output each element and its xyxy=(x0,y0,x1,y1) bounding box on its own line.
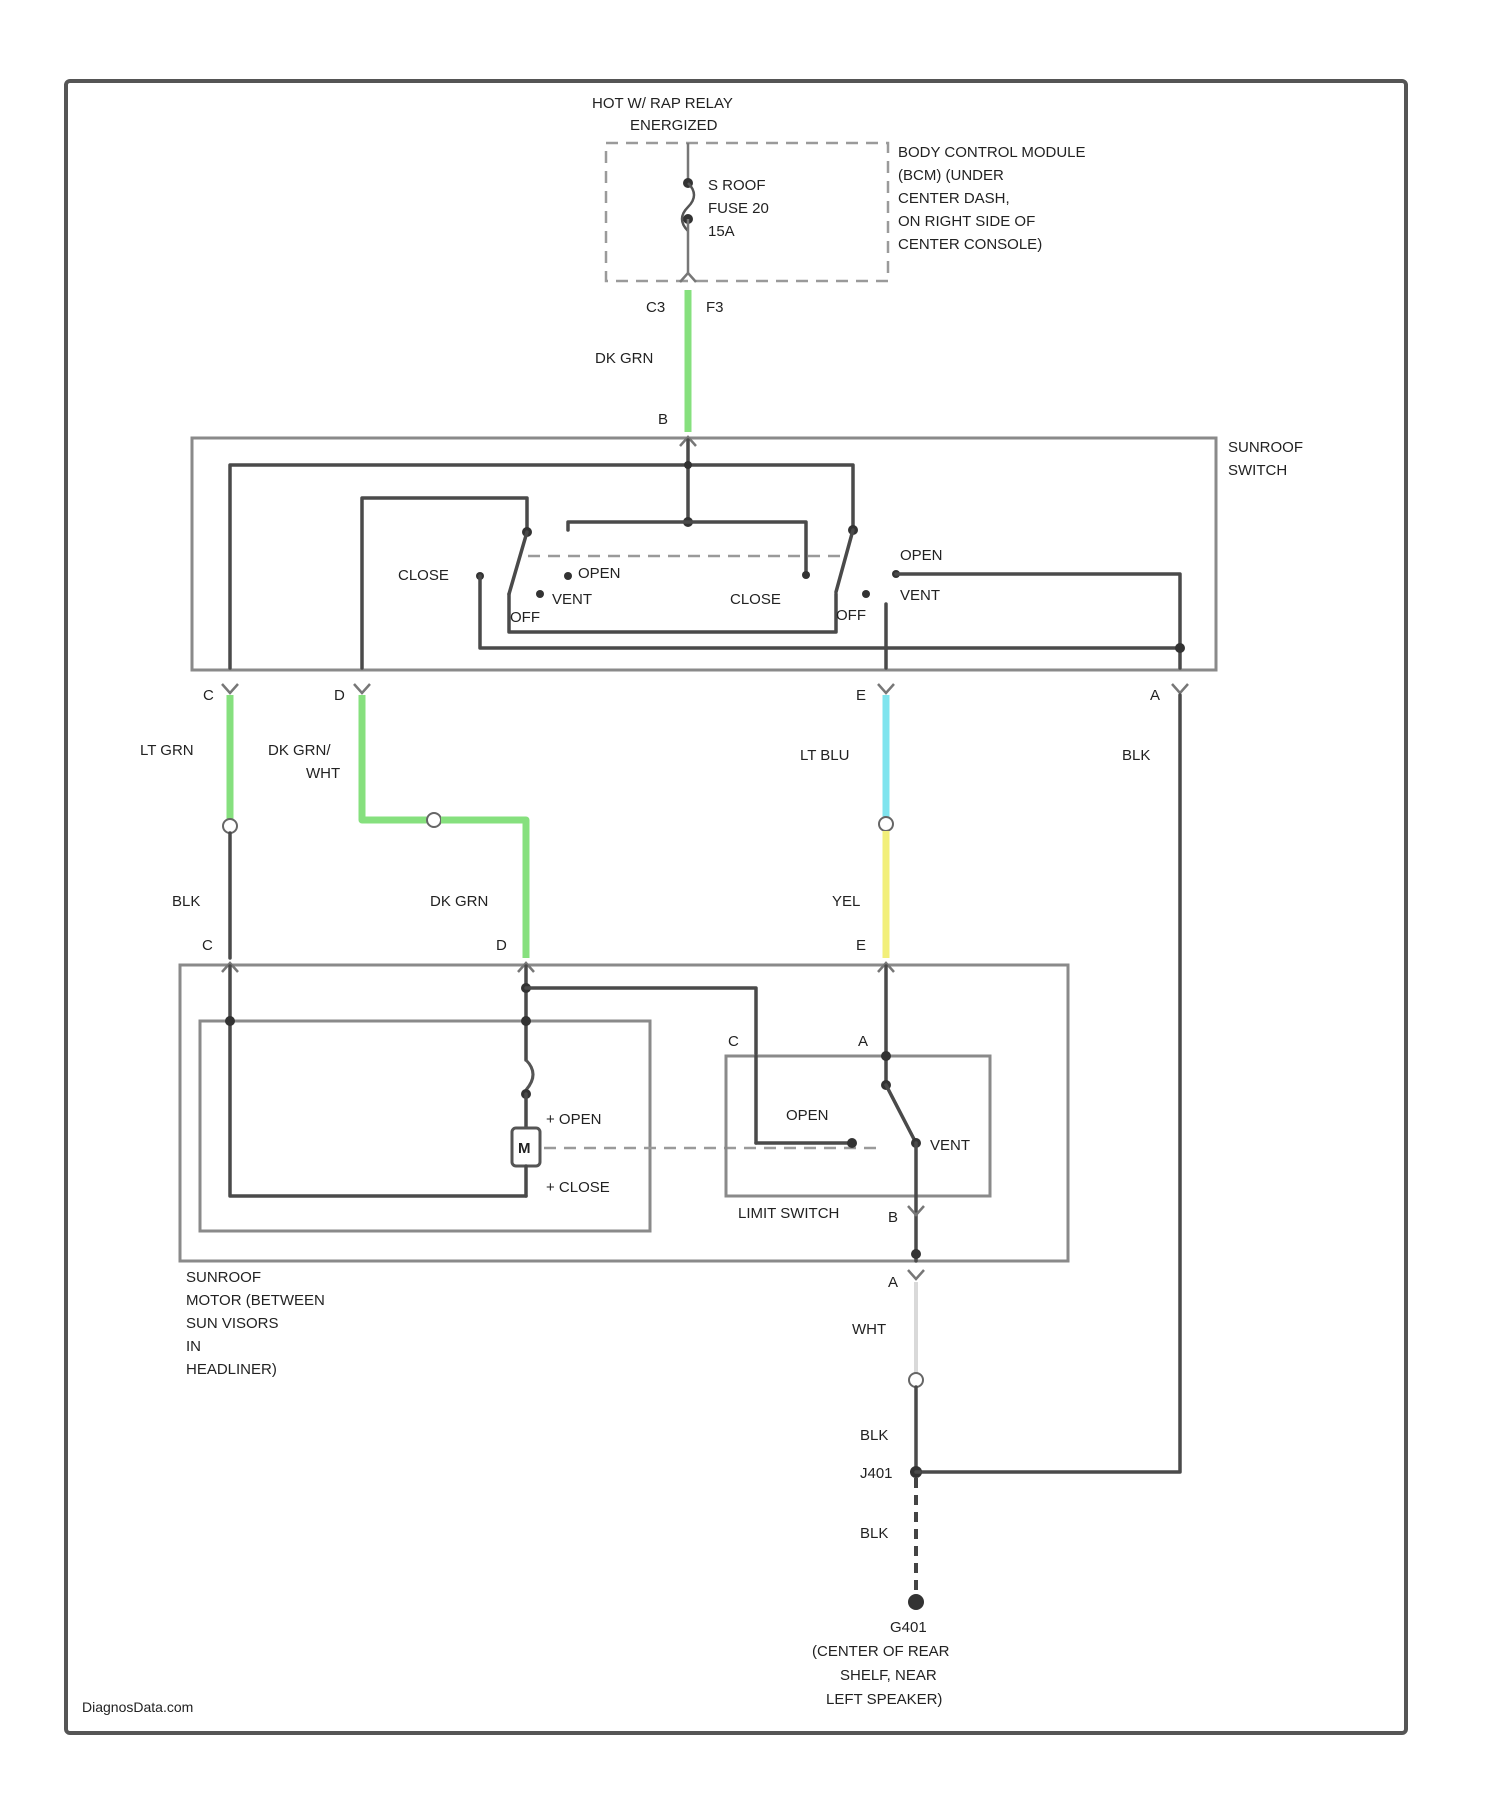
wire-label-blk-left: BLK xyxy=(172,893,200,910)
switch-off-left: OFF xyxy=(510,609,540,626)
wire-label-lt-blu: LT BLU xyxy=(800,747,849,764)
wire-label-dk-grn-wht-1: DK GRN/ xyxy=(268,742,331,759)
switch-pin-e: E xyxy=(856,687,866,704)
bcm-label-4: ON RIGHT SIDE OF xyxy=(898,213,1035,230)
sunroof-motor-box xyxy=(180,965,1068,1261)
limit-switch-box xyxy=(726,1056,990,1196)
limit-open-label: OPEN xyxy=(786,1107,829,1124)
wire-label-lt-grn: LT GRN xyxy=(140,742,194,759)
wire-label-dk-grn-wht-2: WHT xyxy=(306,765,340,782)
motor-pin-c: C xyxy=(202,937,213,954)
splice-label: J401 xyxy=(860,1465,893,1482)
wire-label-dk-grn-mid: DK GRN xyxy=(430,893,488,910)
motor-close-label: + CLOSE xyxy=(546,1179,610,1196)
ground-label-3: SHELF, NEAR xyxy=(840,1667,937,1684)
relay-label-1: HOT W/ RAP RELAY xyxy=(592,95,733,112)
conn-f3-label: F3 xyxy=(706,299,724,316)
wire-label-blk-lower: BLK xyxy=(860,1427,888,1444)
switch-pin-c: C xyxy=(203,687,214,704)
switch-off-right: OFF xyxy=(836,607,866,624)
motor-pin-d: D xyxy=(496,937,507,954)
fuse-label-3: 15A xyxy=(708,223,735,240)
wire-dk-grn-mid xyxy=(441,820,526,958)
motor-title-5: HEADLINER) xyxy=(186,1361,277,1378)
switch-title-2: SWITCH xyxy=(1228,462,1287,479)
bcm-label-1: BODY CONTROL MODULE xyxy=(898,144,1086,161)
motor-pin-e: E xyxy=(856,937,866,954)
diagram-frame xyxy=(66,81,1406,1733)
switch-open-left: OPEN xyxy=(578,565,621,582)
motor-title-1: SUNROOF xyxy=(186,1269,261,1286)
switch-pin-b: B xyxy=(658,411,668,428)
wire-label-blk-right: BLK xyxy=(1122,747,1150,764)
watermark: DiagnosData.com xyxy=(82,1699,193,1715)
wire-dk-grn-wht xyxy=(362,695,434,820)
motor-pin-a-out: A xyxy=(888,1274,898,1291)
motor-title-2: MOTOR (BETWEEN xyxy=(186,1292,325,1309)
ground-symbol xyxy=(908,1594,924,1610)
conn-c3-label: C3 xyxy=(646,299,665,316)
switch-close-left: CLOSE xyxy=(398,567,449,584)
bcm-label-5: CENTER CONSOLE) xyxy=(898,236,1042,253)
wire-blk-right xyxy=(920,695,1180,1472)
motor-symbol-letter: M xyxy=(518,1140,531,1157)
switch-vent-left: VENT xyxy=(552,591,592,608)
limit-pin-b: B xyxy=(888,1209,898,1226)
switch-pin-d: D xyxy=(334,687,345,704)
switch-pin-a: A xyxy=(1150,687,1160,704)
switch-open-right: OPEN xyxy=(900,547,943,564)
bcm-label-3: CENTER DASH, xyxy=(898,190,1010,207)
limit-pin-c: C xyxy=(728,1033,739,1050)
ground-label-4: LEFT SPEAKER) xyxy=(826,1691,942,1708)
fuse-label-1: S ROOF xyxy=(708,177,766,194)
ground-label-1: G401 xyxy=(890,1619,927,1636)
motor-title-4: IN xyxy=(186,1338,201,1355)
motor-open-label: + OPEN xyxy=(546,1111,601,1128)
relay-label-2: ENERGIZED xyxy=(630,117,718,134)
wire-label-wht: WHT xyxy=(852,1321,886,1338)
limit-pin-a: A xyxy=(858,1033,868,1050)
switch-title-1: SUNROOF xyxy=(1228,439,1303,456)
bcm-label-2: (BCM) (UNDER xyxy=(898,167,1004,184)
limit-vent-label: VENT xyxy=(930,1137,970,1154)
wire-label-yel: YEL xyxy=(832,893,860,910)
wire-label-dk-grn-top: DK GRN xyxy=(595,350,653,367)
fuse-label-2: FUSE 20 xyxy=(708,200,769,217)
sunroof-switch-box xyxy=(192,438,1216,670)
motor-title-3: SUN VISORS xyxy=(186,1315,279,1332)
switch-close-right: CLOSE xyxy=(730,591,781,608)
wire-label-blk-ground: BLK xyxy=(860,1525,888,1542)
switch-vent-right: VENT xyxy=(900,587,940,604)
ground-label-2: (CENTER OF REAR xyxy=(812,1643,950,1660)
limit-switch-label: LIMIT SWITCH xyxy=(738,1205,839,1222)
